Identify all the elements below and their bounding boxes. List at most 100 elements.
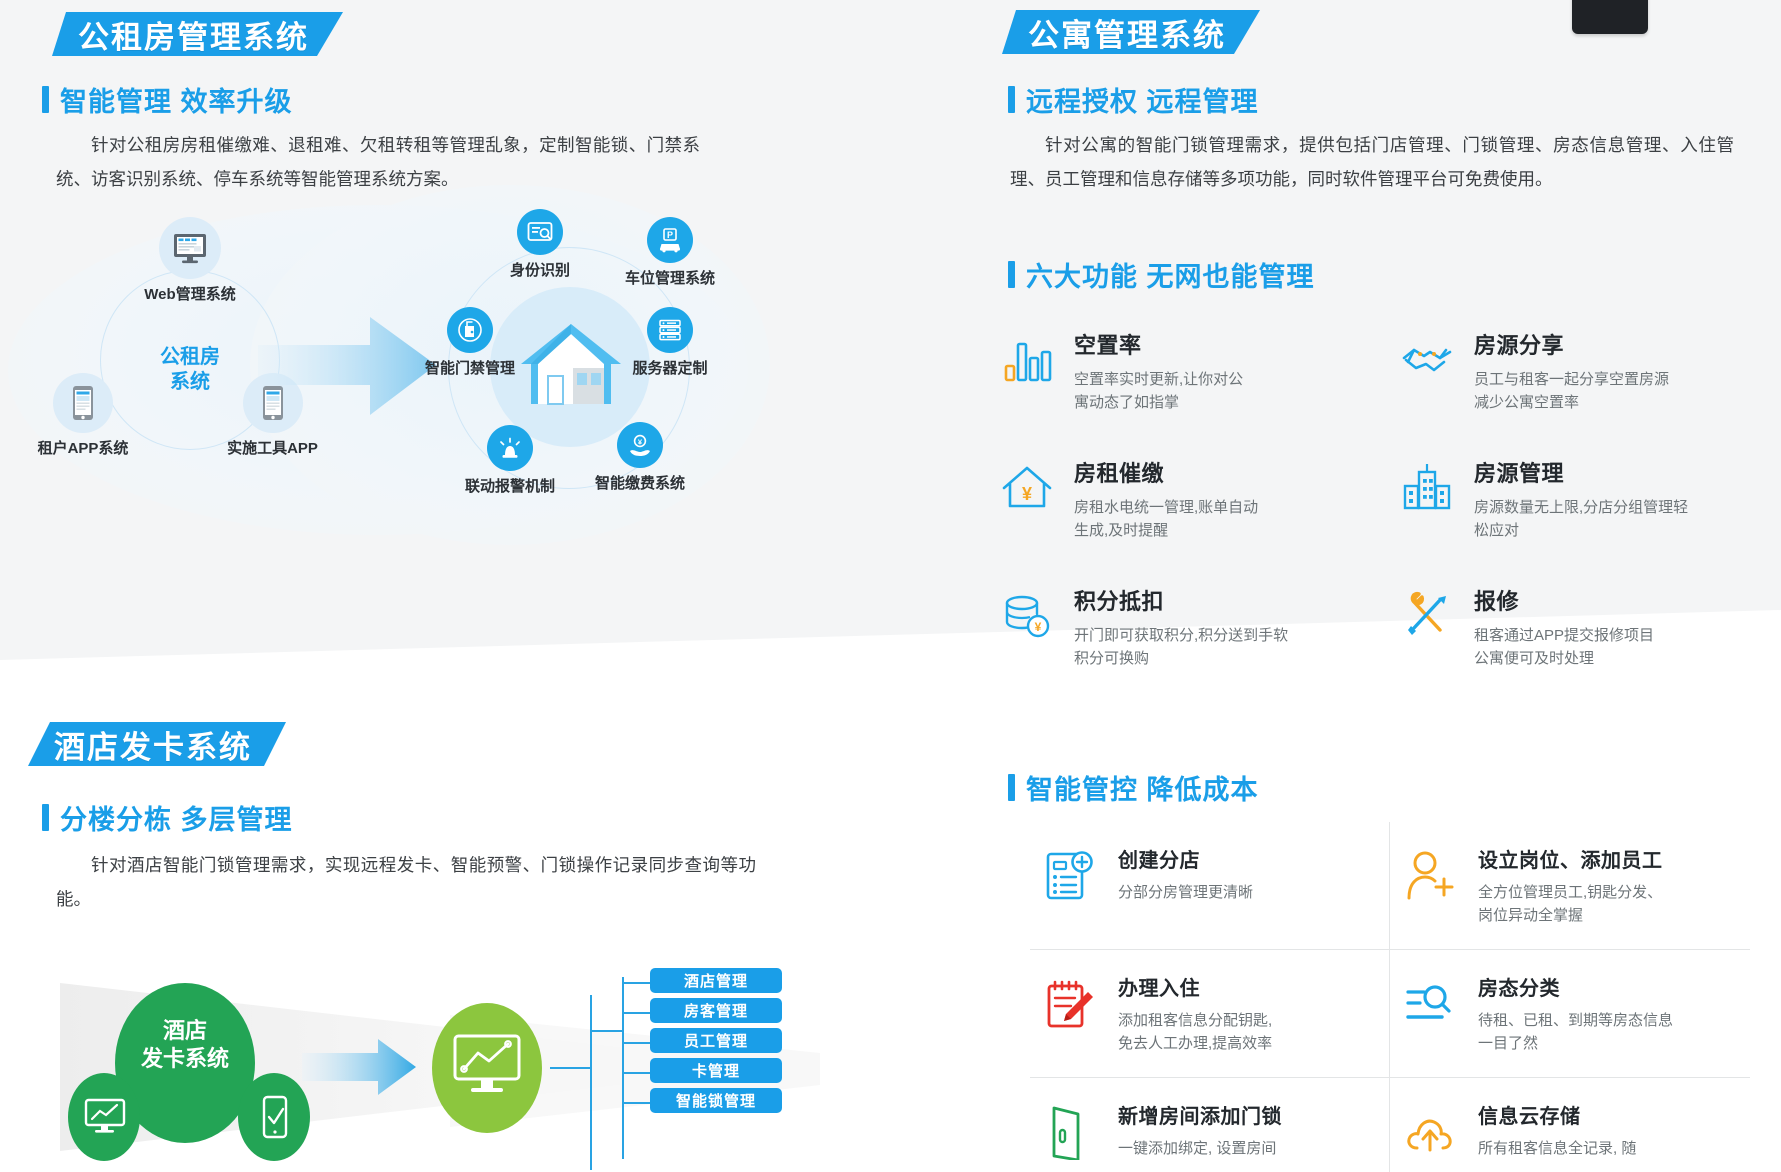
monitor-chart-icon (84, 1098, 126, 1133)
diagram-hotel-card-system: 酒店发卡系统 (60, 955, 820, 1172)
house-yen-icon: ¥ (1000, 460, 1054, 514)
item-check-in: 办理入住 添加租客信息分配钥匙,免去人工办理,提高效率 (1030, 950, 1390, 1078)
heading-six-functions-text: 六大功能 无网也能管理 (1026, 262, 1315, 292)
connector-join (590, 1030, 624, 1032)
node-server-customization: 服务器定制 (600, 307, 740, 378)
feature-desc: 空置率实时更新,让你对公寓动态了如指掌 (1074, 371, 1244, 411)
node-alarm-linkage: 联动报警机制 (440, 425, 580, 496)
node-access-control: 智能门禁管理 (400, 307, 540, 378)
banner-hotel-card: 酒店发卡系统 (28, 722, 286, 766)
feature-desc: 房源数量无上限,分店分组管理轻松应对 (1474, 499, 1689, 539)
connector-tag-2 (622, 1012, 650, 1014)
cloud-upload-icon (1404, 1104, 1456, 1160)
device-product-image (1572, 0, 1648, 34)
id-card-icon (517, 209, 563, 255)
item-room-status: 房态分类 待租、已租、到期等房态信息一目了然 (1390, 950, 1750, 1078)
svg-text:¥: ¥ (1035, 620, 1042, 634)
heading-smart-control-text: 智能管控 降低成本 (1026, 775, 1259, 805)
parking-car-icon: P (647, 217, 693, 263)
node-server-customization-label: 服务器定制 (632, 360, 708, 377)
phone-check-icon (262, 1095, 288, 1139)
item-title: 信息云存储 (1478, 1106, 1581, 1128)
document-add-icon (1044, 848, 1096, 904)
heading-tick (1008, 774, 1015, 801)
room-search-icon (1404, 976, 1456, 1032)
heading-six-functions: 六大功能 无网也能管理 (1008, 255, 1315, 294)
hotel-source-icon-blob-1 (68, 1073, 140, 1161)
feature-desc: 开门即可获取积分,积分送到手软积分可换购 (1074, 627, 1289, 667)
feature-repair-request: 报修 租客通过APP提交报修项目公寓便可及时处理 (1400, 576, 1760, 676)
heading-smart-management: 智能管理 效率升级 (42, 80, 293, 119)
note-pencil-icon (1044, 976, 1096, 1032)
tag-card-management[interactable]: 卡管理 (650, 1058, 782, 1083)
flow-arrow-icon (258, 317, 436, 415)
door-lock-icon (1044, 1104, 1096, 1162)
heading-floor-management-text: 分楼分栋 多层管理 (60, 805, 293, 835)
tag-hotel-management[interactable]: 酒店管理 (650, 968, 782, 993)
item-cloud-storage: 信息云存储 所有租客信息全记录, 随 (1390, 1078, 1750, 1172)
tag-staff-management[interactable]: 员工管理 (650, 1028, 782, 1053)
feature-points-deduction: ¥ 积分抵扣 开门即可获取积分,积分送到手软积分可换购 (1000, 576, 1400, 676)
apartment-feature-grid: 空置率 空置率实时更新,让你对公寓动态了如指掌 房源分享 员工与租客一起分享空置… (1000, 320, 1760, 676)
hotel-target-blob (432, 1003, 542, 1133)
door-access-icon (447, 307, 493, 353)
item-create-branch: 创建分店 分部分房管理更清晰 (1030, 822, 1390, 950)
node-smart-payment-label: 智能缴费系统 (594, 475, 685, 492)
node-parking-management-label: 车位管理系统 (624, 270, 715, 287)
diagram-center-label: 公租房系统 (160, 346, 220, 393)
paragraph-hotel: 针对酒店智能门锁管理需求，实现远程发卡、智能预警、门锁操作记录同步查询等功能。 (56, 855, 756, 909)
item-title: 创建分店 (1118, 850, 1200, 872)
heading-floor-management: 分楼分栋 多层管理 (42, 798, 293, 837)
feature-listing-management: 房源管理 房源数量无上限,分店分组管理轻松应对 (1400, 448, 1760, 548)
paragraph-apartment: 针对公寓的智能门锁管理需求，提供包括门店管理、门锁管理、房态信息管理、入住管理、… (1010, 135, 1734, 189)
server-icon (647, 307, 693, 353)
feature-rent-reminder: ¥ 房租催缴 房租水电统一管理,账单自动生成,及时提醒 (1000, 448, 1400, 548)
monitor-chart-icon (453, 1034, 521, 1092)
node-tenant-app-label: 租户APP系统 (37, 440, 129, 457)
heading-remote-auth-text: 远程授权 远程管理 (1026, 87, 1259, 117)
connector-trunk (550, 1067, 590, 1069)
alarm-light-icon (487, 425, 533, 471)
connector-spine-inner (622, 977, 624, 1159)
feature-title: 房源管理 (1474, 461, 1565, 486)
node-alarm-linkage-label: 联动报警机制 (464, 478, 555, 495)
feature-title: 房租催缴 (1074, 461, 1165, 486)
hotel-source-icon-blob-2 (238, 1073, 310, 1161)
node-parking-management: P 车位管理系统 (600, 217, 740, 288)
tag-smartlock-management[interactable]: 智能锁管理 (650, 1088, 782, 1113)
connector-tag-1 (622, 982, 650, 984)
paragraph-public-rental: 针对公租房房租催缴难、退租难、欠租转租等管理乱象，定制智能锁、门禁系统、访客识别… (56, 135, 700, 189)
heading-tick (42, 86, 49, 113)
user-add-icon (1404, 848, 1456, 904)
node-identity-recognition: 身份识别 (485, 209, 595, 280)
hand-coin-icon: ¥ (617, 422, 663, 468)
smart-control-grid: 创建分店 分部分房管理更清晰 设立岗位、添加员工 全方位管理员工,钥匙分发、岗位… (1030, 822, 1750, 1172)
heading-smart-control: 智能管控 降低成本 (1008, 768, 1259, 807)
heading-smart-management-text: 智能管理 效率升级 (60, 87, 293, 117)
item-desc: 分部分房管理更清晰 (1118, 884, 1254, 901)
right-orbit-ring (448, 247, 690, 489)
item-desc: 所有租客信息全记录, 随 (1478, 1140, 1637, 1157)
tools-icon (1400, 588, 1454, 642)
phone-icon (53, 373, 113, 433)
item-desc: 待租、已租、到期等房态信息一目了然 (1478, 1012, 1674, 1052)
node-web-management-label: Web管理系统 (144, 286, 236, 303)
hotel-source-label: 酒店发卡系统 (140, 1018, 229, 1071)
tag-guest-management[interactable]: 房客管理 (650, 998, 782, 1023)
item-desc: 全方位管理员工,钥匙分发、岗位异动全掌握 (1478, 884, 1663, 924)
node-identity-recognition-label: 身份识别 (509, 262, 570, 279)
item-title: 新增房间添加门锁 (1118, 1106, 1282, 1128)
item-add-room-lock: 新增房间添加门锁 一键添加绑定, 设置房间 (1030, 1078, 1390, 1172)
handshake-icon (1400, 332, 1454, 386)
item-title: 房态分类 (1478, 978, 1560, 1000)
feature-desc: 租客通过APP提交报修项目公寓便可及时处理 (1474, 627, 1655, 667)
banner-public-rental: 公租房管理系统 (52, 12, 343, 56)
banner-public-rental-text: 公租房管理系统 (78, 19, 309, 55)
heading-remote-auth: 远程授权 远程管理 (1008, 80, 1259, 119)
item-desc: 一键添加绑定, 设置房间 (1118, 1140, 1277, 1157)
monitor-icon (159, 217, 221, 279)
svg-text:¥: ¥ (638, 437, 643, 446)
item-desc: 添加租客信息分配钥匙,免去人工办理,提高效率 (1118, 1012, 1273, 1052)
feature-title: 空置率 (1074, 333, 1142, 358)
